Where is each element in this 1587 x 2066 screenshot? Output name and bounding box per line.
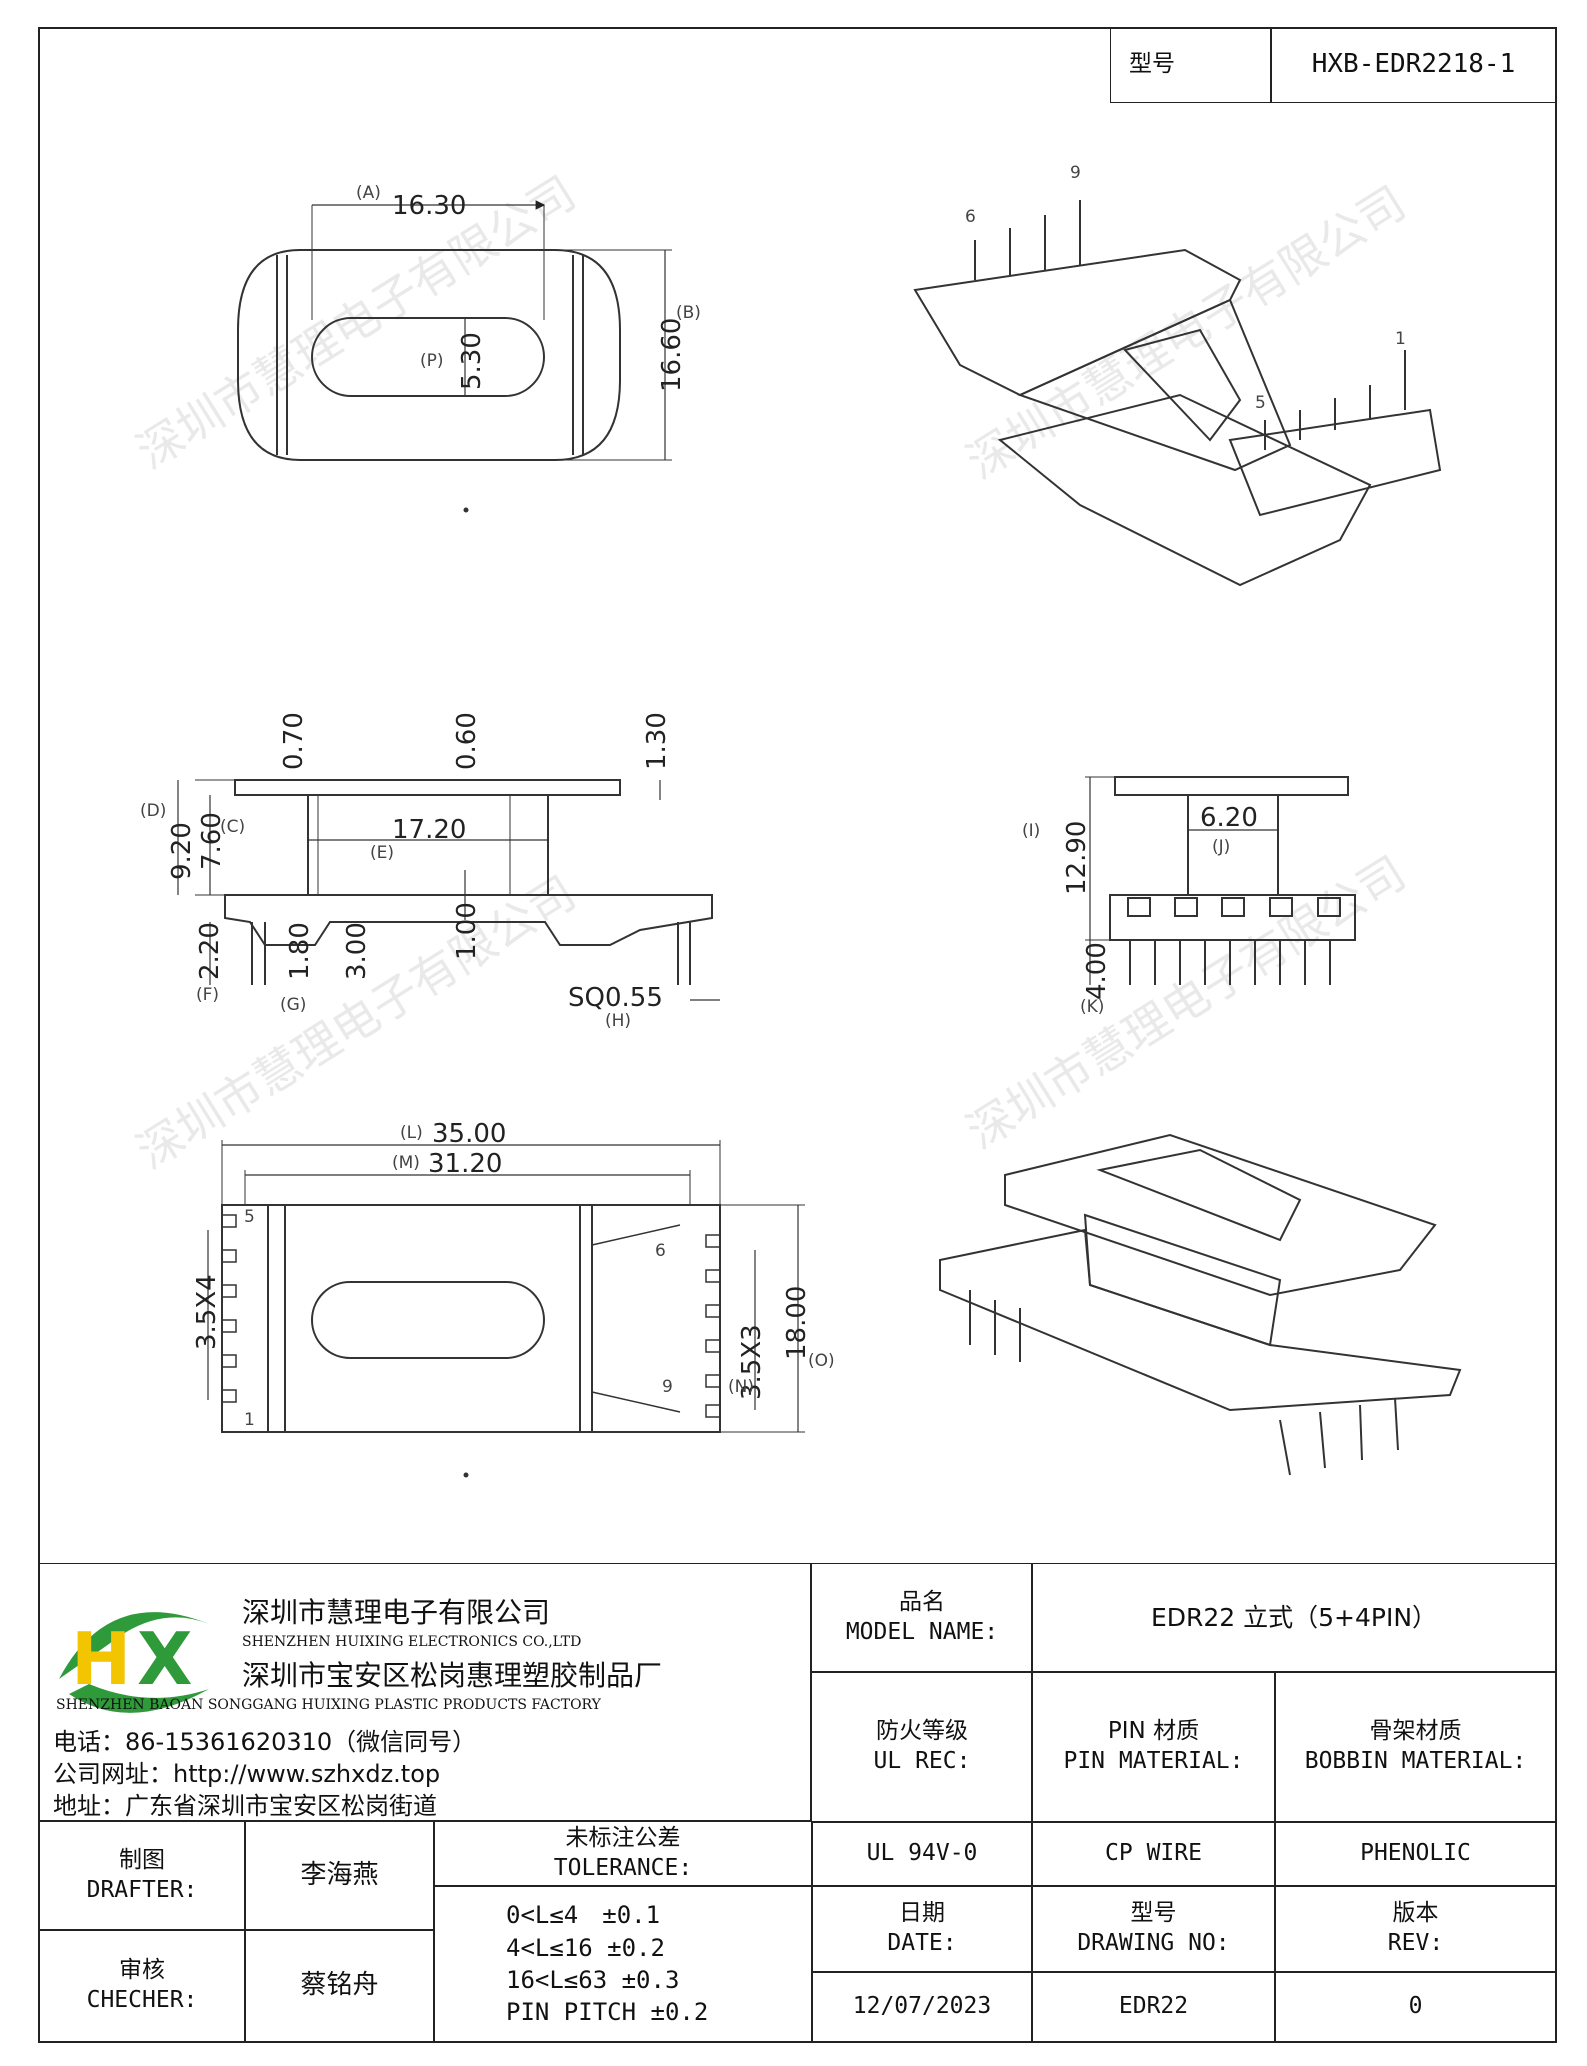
dim-N-label: (N)	[728, 1377, 754, 1397]
dim-130: 1.30	[642, 712, 672, 770]
dim-L: 35.00	[432, 1119, 506, 1149]
dim-M-label: (M)	[392, 1153, 420, 1173]
iso-pin-1: 1	[1395, 329, 1406, 349]
drawing-no-value: EDR22	[1031, 1971, 1276, 2043]
center-mark	[463, 1472, 469, 1478]
hx-logo-icon: H X	[59, 1612, 209, 1713]
drafter-value: 李海燕	[244, 1821, 435, 1931]
tolerance-values: 0<L≤4 ±0.1 4<L≤16 ±0.2 16<L≤63 ±0.3 PIN …	[433, 1885, 813, 2043]
watermarks: 深圳市慧理电子有限公司 深圳市慧理电子有限公司 深圳市慧理电子有限公司 深圳市慧…	[127, 165, 1415, 1179]
dim-I: 12.90	[1062, 821, 1092, 895]
company-name-cn: 深圳市慧理电子有限公司	[242, 1596, 551, 1629]
isometric-bottom	[939, 1133, 1462, 1476]
engineering-drawing: 深圳市慧理电子有限公司 深圳市慧理电子有限公司 深圳市慧理电子有限公司 深圳市慧…	[127, 163, 1462, 1478]
dim-H-label: (H)	[605, 1011, 631, 1031]
bobbin-material-value: PHENOLIC	[1274, 1821, 1557, 1887]
pin-1-label: 1	[244, 1410, 255, 1430]
dim-P: 5.30	[457, 332, 487, 390]
pin-5-label: 5	[244, 1207, 255, 1227]
ul-rec-value: UL 94V-0	[811, 1821, 1033, 1887]
checker-value: 蔡铭舟	[244, 1929, 435, 2043]
dim-C: 7.60	[197, 812, 227, 870]
logo-letters: H	[71, 1617, 131, 1701]
dim-O-label: (O)	[808, 1351, 835, 1371]
dim-G: 1.80	[285, 922, 315, 980]
iso-pin-9: 9	[1070, 163, 1081, 183]
dim-G-label: (G)	[280, 995, 306, 1015]
date-value: 12/07/2023	[811, 1971, 1033, 2043]
isometric-top	[913, 200, 1442, 587]
company-block: H X 深圳市慧理电子有限公司 SHENZHEN HUIXING ELECTRO…	[38, 1563, 811, 1821]
top-view	[237, 200, 672, 461]
dim-A: 16.30	[392, 191, 466, 221]
model-value: HXB-EDR2218-1	[1270, 27, 1557, 103]
dim-E-label: (E)	[370, 843, 394, 863]
company-address: 地址：广东省深圳市宝安区松岗街道	[53, 1792, 437, 1820]
svg-text:X: X	[137, 1617, 193, 1701]
center-mark	[463, 507, 469, 513]
dim-L-label: (L)	[400, 1123, 423, 1143]
dim-060: 0.60	[452, 712, 482, 770]
dim-D: 9.20	[167, 822, 197, 880]
company-phone: 电话：86-15361620310（微信同号）	[53, 1728, 477, 1756]
dim-D-label: (D)	[140, 801, 166, 821]
dim-C-label: (C)	[220, 817, 245, 837]
factory-name-cn: 深圳市宝安区松岗惠理塑胶制品厂	[242, 1659, 663, 1692]
svg-text:深圳市慧理电子有限公司: 深圳市慧理电子有限公司	[127, 165, 585, 479]
dim-A-label: (A)	[356, 183, 381, 203]
model-label: 型号	[1110, 27, 1272, 103]
end-view	[1085, 776, 1356, 985]
dim-F-label: (F)	[196, 985, 219, 1005]
dim-B: 16.60	[657, 318, 687, 392]
company-website: 公司网址：http://www.szhxdz.top	[53, 1760, 441, 1788]
factory-name-en: SHENZHEN BAOAN SONGGANG HUIXING PLASTIC …	[56, 1697, 601, 1713]
svg-text:深圳市慧理电子有限公司: 深圳市慧理电子有限公司	[957, 175, 1415, 489]
dim-J-label: (J)	[1212, 837, 1230, 857]
company-name-en: SHENZHEN HUIXING ELECTRONICS CO.,LTD	[242, 1634, 582, 1650]
pin-6-label: 6	[655, 1241, 666, 1261]
bottom-view	[207, 1140, 805, 1433]
pin-9-label: 9	[662, 1377, 673, 1397]
dim-pitch-left: 3.5X4	[192, 1274, 222, 1350]
dim-300: 3.00	[342, 922, 372, 980]
dim-J: 6.20	[1200, 803, 1258, 833]
dim-K: 4.00	[1082, 942, 1112, 1000]
dim-I-label: (I)	[1022, 821, 1040, 841]
dim-070: 0.70	[279, 712, 309, 770]
dim-P-label: (P)	[420, 351, 444, 371]
dim-H: SQ0.55	[568, 983, 663, 1013]
dim-K-label: (K)	[1080, 997, 1104, 1017]
model-name-value: EDR22 立式（5+4PIN）	[1031, 1563, 1557, 1673]
rev-value: 0	[1274, 1971, 1557, 2043]
dim-N: 3.5X3	[737, 1324, 767, 1400]
pin-material-value: CP WIRE	[1031, 1821, 1276, 1887]
dim-F: 2.20	[195, 922, 225, 980]
dim-100: 1.00	[452, 902, 482, 960]
iso-pin-6: 6	[965, 207, 976, 227]
svg-text:深圳市慧理电子有限公司: 深圳市慧理电子有限公司	[957, 845, 1415, 1159]
iso-pin-5: 5	[1255, 393, 1266, 413]
dim-M: 31.20	[428, 1149, 502, 1179]
dim-O: 18.00	[782, 1286, 812, 1360]
dim-E: 17.20	[392, 815, 466, 845]
svg-text:深圳市慧理电子有限公司: 深圳市慧理电子有限公司	[127, 865, 585, 1179]
dim-B-label: (B)	[676, 303, 701, 323]
side-view	[177, 779, 720, 1001]
